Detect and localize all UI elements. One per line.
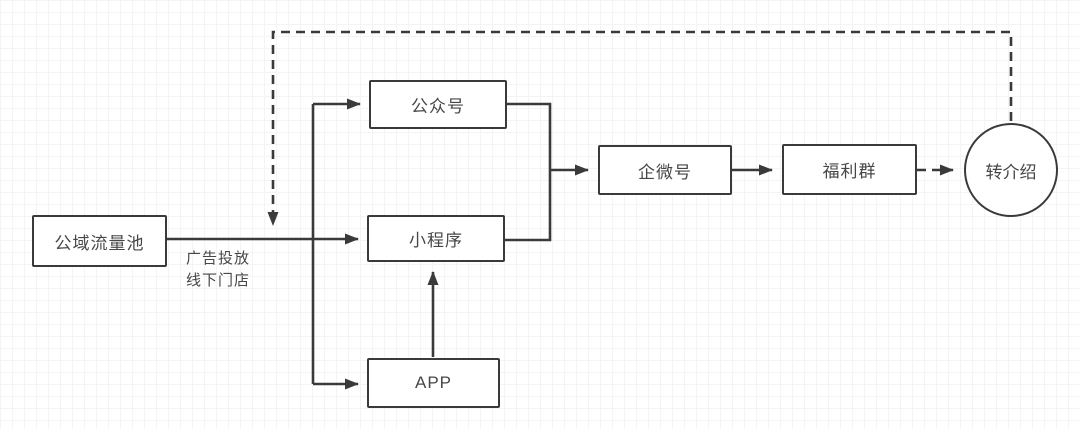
node-app: APP bbox=[367, 358, 500, 408]
node-benefit-group: 福利群 bbox=[782, 144, 917, 195]
node-app-label: APP bbox=[414, 373, 453, 392]
node-official-account: 公众号 bbox=[369, 80, 507, 129]
node-wecom: 企微号 bbox=[598, 145, 732, 195]
node-wecom-label: 企微号 bbox=[638, 162, 692, 182]
node-public-traffic-pool-label: 公域流量池 bbox=[54, 233, 145, 253]
node-official-account-label: 公众号 bbox=[411, 97, 465, 116]
edge-label-ad-channels: 广告投放 线下门店 bbox=[186, 248, 250, 292]
node-mini-program-label: 小程序 bbox=[409, 231, 463, 250]
node-mini-program: 小程序 bbox=[367, 215, 505, 262]
node-referral: 转介绍 bbox=[964, 123, 1058, 217]
node-referral-label: 转介绍 bbox=[985, 162, 1037, 182]
edge-label-ad-placement: 广告投放 bbox=[186, 250, 251, 267]
node-public-traffic-pool: 公域流量池 bbox=[32, 215, 167, 267]
node-benefit-group-label: 福利群 bbox=[822, 162, 877, 181]
edge-label-offline-store: 线下门店 bbox=[186, 271, 251, 289]
edge-merge-collector bbox=[504, 102, 552, 242]
edge-referral-feedback-loop bbox=[267, 30, 1013, 226]
